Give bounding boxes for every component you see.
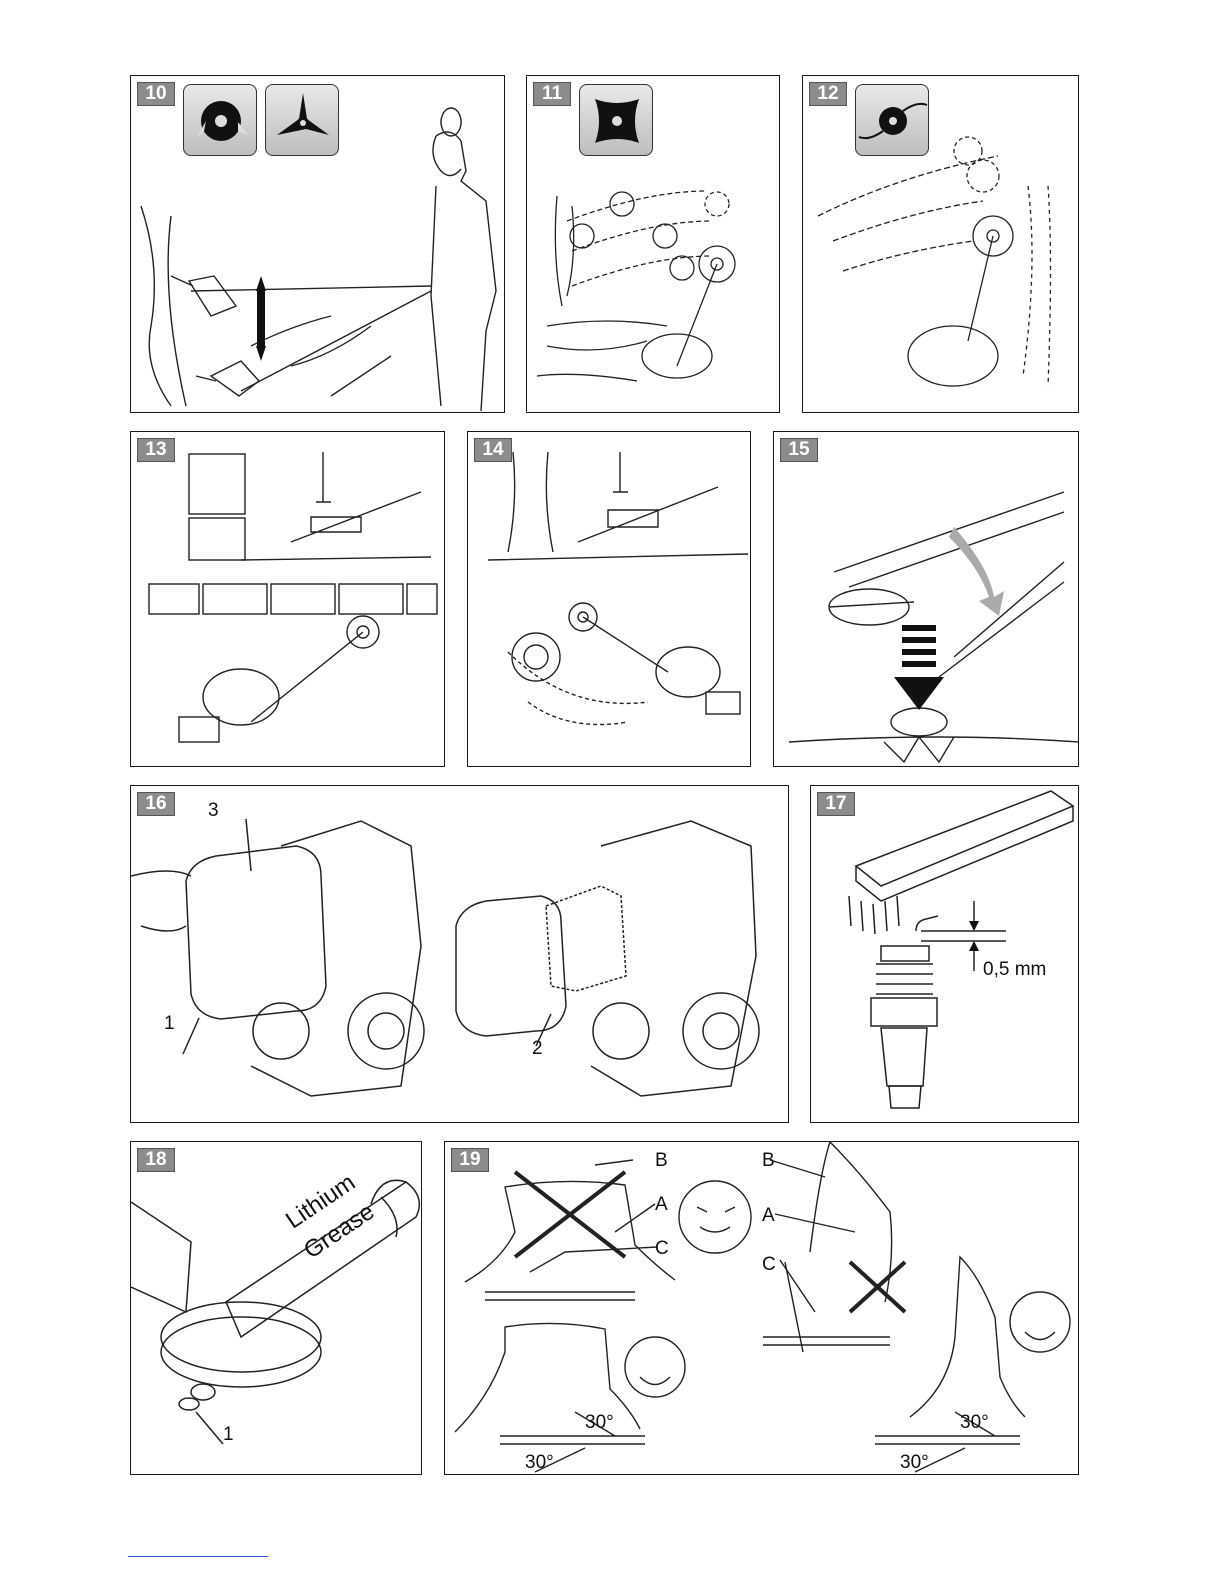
angle-label: 30° xyxy=(900,1452,929,1474)
label-b: B xyxy=(762,1150,775,1172)
panel-10: 10 xyxy=(130,75,505,413)
bump-feed-illustration xyxy=(774,432,1079,767)
label-a: A xyxy=(655,1194,668,1216)
panel-11: 11 xyxy=(526,75,780,413)
panel-15: 15 xyxy=(773,431,1079,767)
label-c: C xyxy=(762,1254,776,1276)
panel-16: 16 3 1 2 xyxy=(130,785,789,1123)
panel-13: 13 xyxy=(130,431,445,767)
callout-1: 1 xyxy=(223,1424,234,1446)
panel-17: 17 0,5 mm xyxy=(810,785,1079,1123)
panel-18: 18 Lithium Grease 1 xyxy=(130,1141,422,1475)
grease-gearbox-illustration xyxy=(131,1142,422,1475)
callout-2: 2 xyxy=(532,1038,543,1060)
angle-label: 30° xyxy=(585,1412,614,1434)
brushcutter-sweep-illustration xyxy=(527,76,780,413)
spark-gap-label: 0,5 mm xyxy=(983,959,1046,981)
brushcutter-height-illustration xyxy=(131,76,505,413)
panel-14: 14 xyxy=(467,431,751,767)
spark-plug-cleaning-illustration xyxy=(811,786,1079,1123)
angle-label: 30° xyxy=(525,1452,554,1474)
callout-1: 1 xyxy=(164,1013,175,1035)
air-filter-illustration xyxy=(131,786,789,1123)
footer-underline xyxy=(128,1556,268,1557)
label-a: A xyxy=(762,1205,775,1227)
label-c: C xyxy=(655,1238,669,1260)
tree-trimming-illustration xyxy=(468,432,751,767)
angle-label: 30° xyxy=(960,1412,989,1434)
edge-trimming-wall-illustration xyxy=(131,432,445,767)
trimmer-sweep-illustration xyxy=(803,76,1079,413)
panel-19: 19 B A C B A C 30° 30° 30° 30° xyxy=(444,1141,1079,1475)
callout-3: 3 xyxy=(208,800,219,822)
panel-12: 12 xyxy=(802,75,1079,413)
label-b: B xyxy=(655,1150,668,1172)
